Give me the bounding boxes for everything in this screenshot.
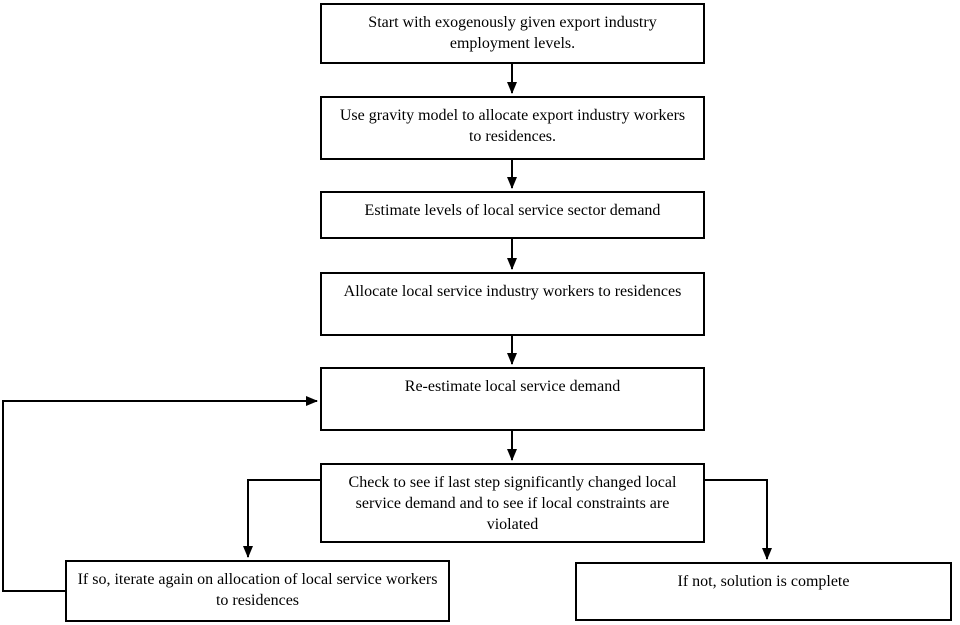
arrow-iterate-to-reestimate <box>2 396 318 592</box>
arrow-check-to-complete <box>705 479 772 560</box>
node-allocate-workers-label: Allocate local service industry workers … <box>343 283 682 300</box>
node-estimate-demand: Estimate levels of local service sector … <box>320 191 705 239</box>
node-check-convergence-label: Check to see if last step significantly … <box>348 474 677 533</box>
node-gravity-model: Use gravity model to allocate export ind… <box>320 96 705 160</box>
node-iterate-again-label: If so, iterate again on allocation of lo… <box>77 571 438 609</box>
node-gravity-model-label: Use gravity model to allocate export ind… <box>339 107 686 145</box>
node-iterate-again: If so, iterate again on allocation of lo… <box>65 560 450 622</box>
arrow-check-to-iterate <box>243 479 320 558</box>
node-start-label: Start with exogenously given export indu… <box>368 14 657 52</box>
node-estimate-demand-label: Estimate levels of local service sector … <box>364 202 661 219</box>
node-reestimate-demand: Re-estimate local service demand <box>320 367 705 431</box>
node-solution-complete: If not, solution is complete <box>575 562 952 621</box>
node-allocate-workers: Allocate local service industry workers … <box>320 272 705 336</box>
node-reestimate-demand-label: Re-estimate local service demand <box>404 378 621 395</box>
node-check-convergence: Check to see if last step significantly … <box>320 463 705 543</box>
node-solution-complete-label: If not, solution is complete <box>677 573 850 590</box>
node-start: Start with exogenously given export indu… <box>320 3 705 64</box>
